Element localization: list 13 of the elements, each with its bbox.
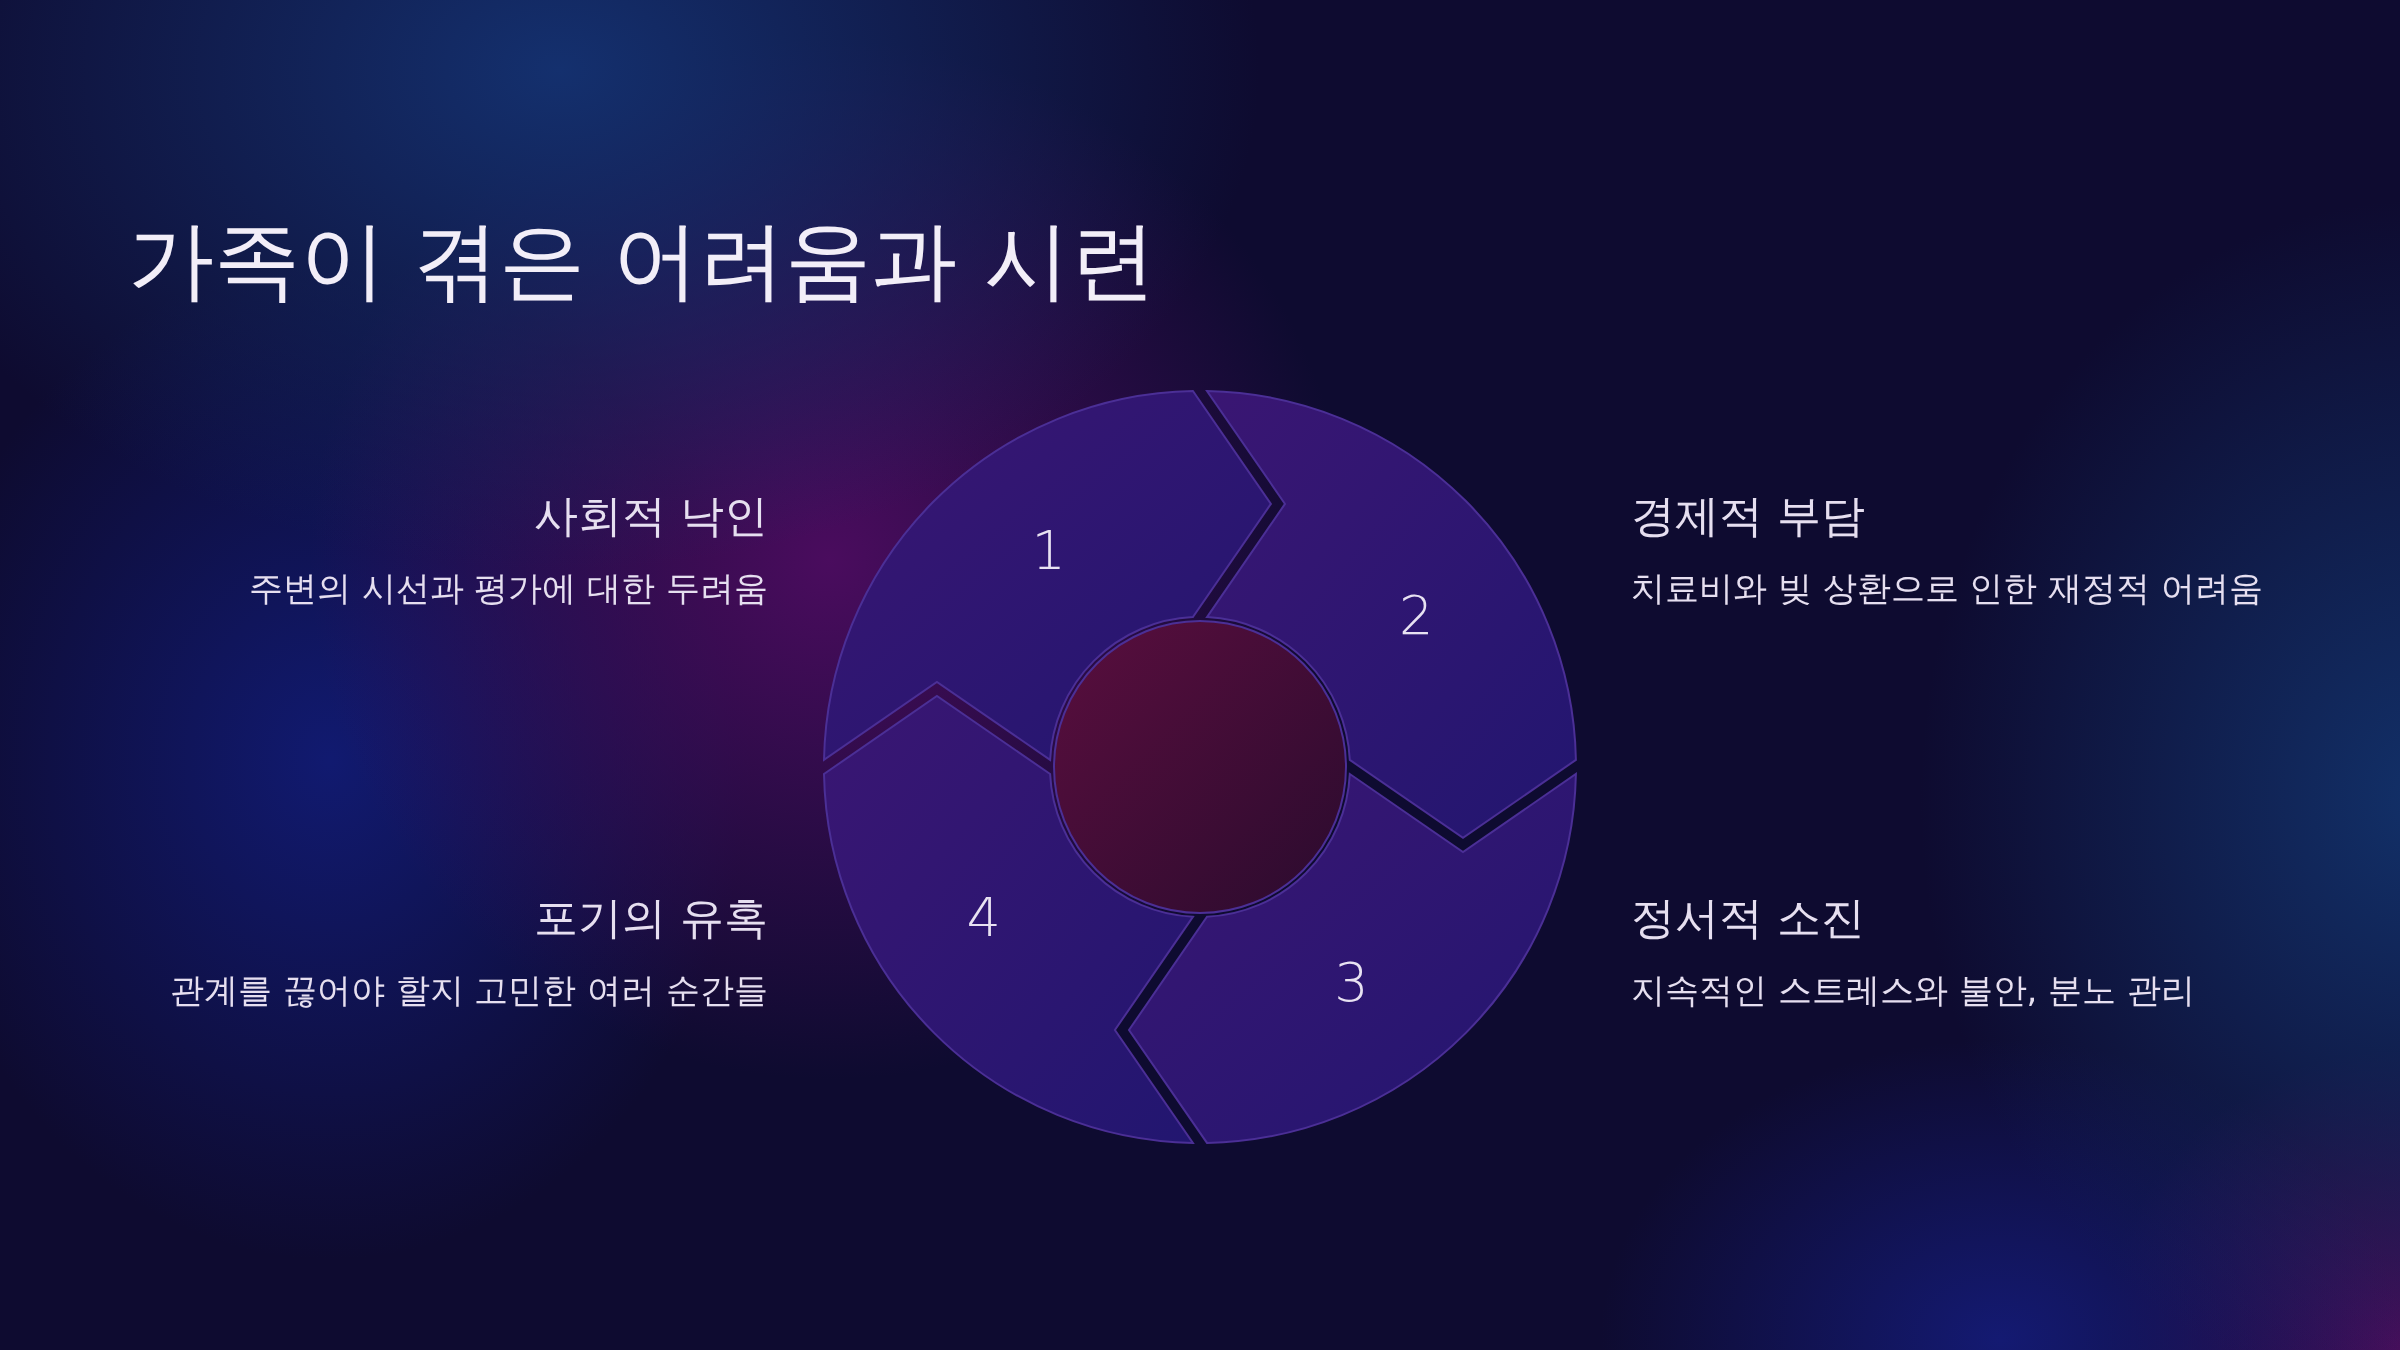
step-number: 3 bbox=[1334, 956, 1369, 1011]
section-heading: 정서적 소진 bbox=[1631, 891, 1865, 945]
section-description: 지속적인 스트레스와 불안, 분노 관리 bbox=[1631, 969, 2196, 1012]
section-description: 주변의 시선과 평가에 대한 두려움 bbox=[248, 567, 768, 610]
slide-title: 가족이 겪은 어려움과 시련 bbox=[128, 209, 1156, 312]
section-heading: 사회적 낙인 bbox=[534, 489, 768, 543]
section-description: 관계를 끊어야 할지 고민한 여러 순간들 bbox=[169, 969, 768, 1012]
section-description: 치료비와 빚 상환으로 인한 재정적 어려움 bbox=[1631, 567, 2264, 610]
step-number: 1 bbox=[1031, 523, 1066, 578]
section-heading: 포기의 유혹 bbox=[534, 891, 768, 945]
step-number: 2 bbox=[1399, 588, 1434, 643]
section-heading: 경제적 부담 bbox=[1631, 489, 1865, 543]
step-number: 4 bbox=[966, 891, 1001, 946]
